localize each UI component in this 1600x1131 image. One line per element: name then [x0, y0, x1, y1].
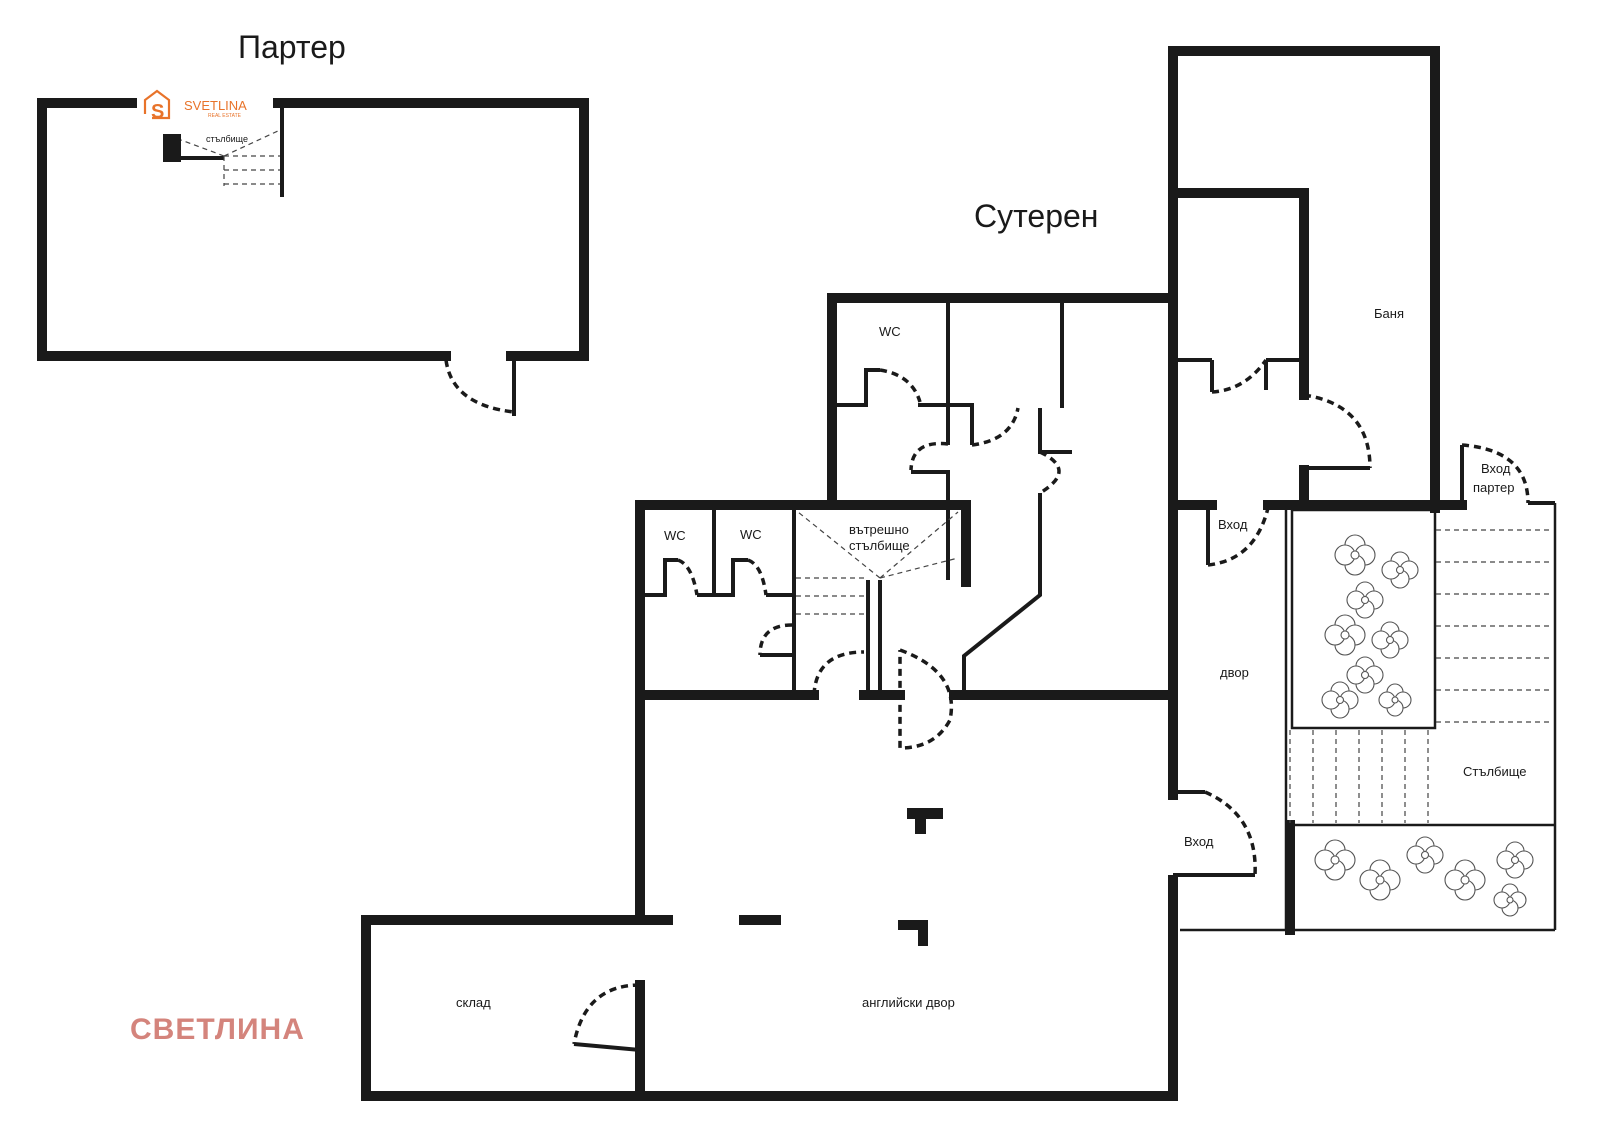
flower-planter-vertical — [1321, 534, 1419, 719]
watermark-text: СВЕТЛИНА — [130, 1013, 305, 1046]
room-label-inner-stair-2: стълбище — [849, 538, 910, 553]
room-label-english-yard: английски двор — [862, 995, 955, 1010]
room-label-yard: двор — [1220, 665, 1249, 680]
room-label-wc-1: WC — [879, 324, 901, 339]
brand-logo: S SVETLINA REAL ESTATE — [143, 89, 247, 123]
inner-staircase — [796, 511, 959, 615]
ground-floor-title: Партер — [238, 29, 346, 65]
room-label-storage: склад — [456, 995, 491, 1010]
outer-staircase — [1289, 529, 1553, 823]
room-label-bath: Баня — [1374, 306, 1404, 321]
basement-doors — [572, 358, 1530, 1052]
brand-logo-text: SVETLINA — [184, 98, 247, 113]
flower-planter-horizontal — [1314, 836, 1534, 917]
room-label-staircase: Стълбище — [1463, 764, 1527, 779]
brand-logo-subtext: REAL ESTATE — [208, 113, 242, 119]
ground-floor-door — [444, 359, 515, 414]
room-label-entrance-2: Вход — [1184, 834, 1214, 849]
basement-title: Сутерен — [974, 198, 1098, 234]
svg-text:S: S — [151, 101, 164, 123]
ground-stair-label: стълбище — [206, 134, 248, 144]
room-label-wc-2: WC — [664, 528, 686, 543]
ground-floor-stair — [180, 129, 281, 186]
room-label-inner-stair-1: вътрешно — [849, 522, 909, 537]
basement-walls — [361, 46, 1557, 1101]
room-label-wc-3: WC — [740, 527, 762, 542]
room-label-entrance-ground-1: Вход — [1481, 461, 1511, 476]
room-label-entrance-1: Вход — [1218, 517, 1248, 532]
room-label-entrance-ground-2: партер — [1473, 480, 1514, 495]
ground-floor-walls — [37, 98, 589, 416]
